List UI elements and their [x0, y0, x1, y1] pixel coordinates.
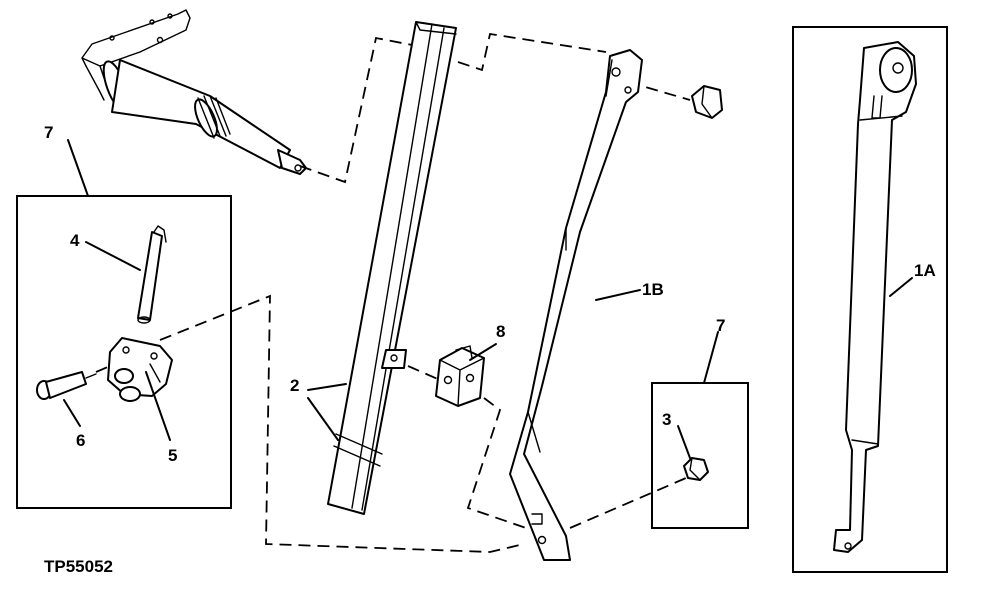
callout-3: 3 — [662, 410, 671, 429]
connector-clip-to-arm — [466, 397, 527, 529]
nozzle-inset-box — [16, 195, 232, 509]
callout-4: 4 — [70, 231, 80, 250]
clip — [435, 345, 485, 407]
arm-cap — [691, 85, 723, 119]
connector-shaft-to-track — [299, 36, 439, 184]
callout-7-right: 7 — [716, 316, 725, 335]
washer-hose — [137, 225, 167, 324]
callout-7-left: 7 — [44, 123, 53, 142]
connector-track-to-arm — [457, 32, 607, 72]
wiper-arm — [509, 49, 643, 561]
callout-1b: 1B — [642, 280, 664, 299]
callout-5: 5 — [168, 446, 177, 465]
wiper-arm-assembly — [833, 41, 917, 553]
connector-arm-to-nut — [569, 477, 687, 529]
callout-1a: 1A — [914, 261, 936, 280]
nozzle-bracket — [107, 337, 173, 402]
callout-2: 2 — [290, 376, 299, 395]
nut — [683, 457, 709, 481]
connector-screw-to-bracket — [95, 365, 111, 373]
nut-inset-box — [651, 382, 749, 529]
connector-nozzle-to-track — [159, 294, 525, 553]
wiper-arm-assembly-box — [792, 26, 948, 573]
wiper-motor-shaft — [81, 9, 307, 175]
wiper-blade-track — [327, 21, 457, 515]
connector-track-to-arm-bottom — [407, 365, 441, 381]
callout-6: 6 — [76, 431, 85, 450]
figure-id: TP55052 — [44, 557, 113, 576]
callout-8: 8 — [496, 322, 505, 341]
nozzle-screw — [36, 371, 97, 400]
leader-lines — [63, 139, 913, 459]
